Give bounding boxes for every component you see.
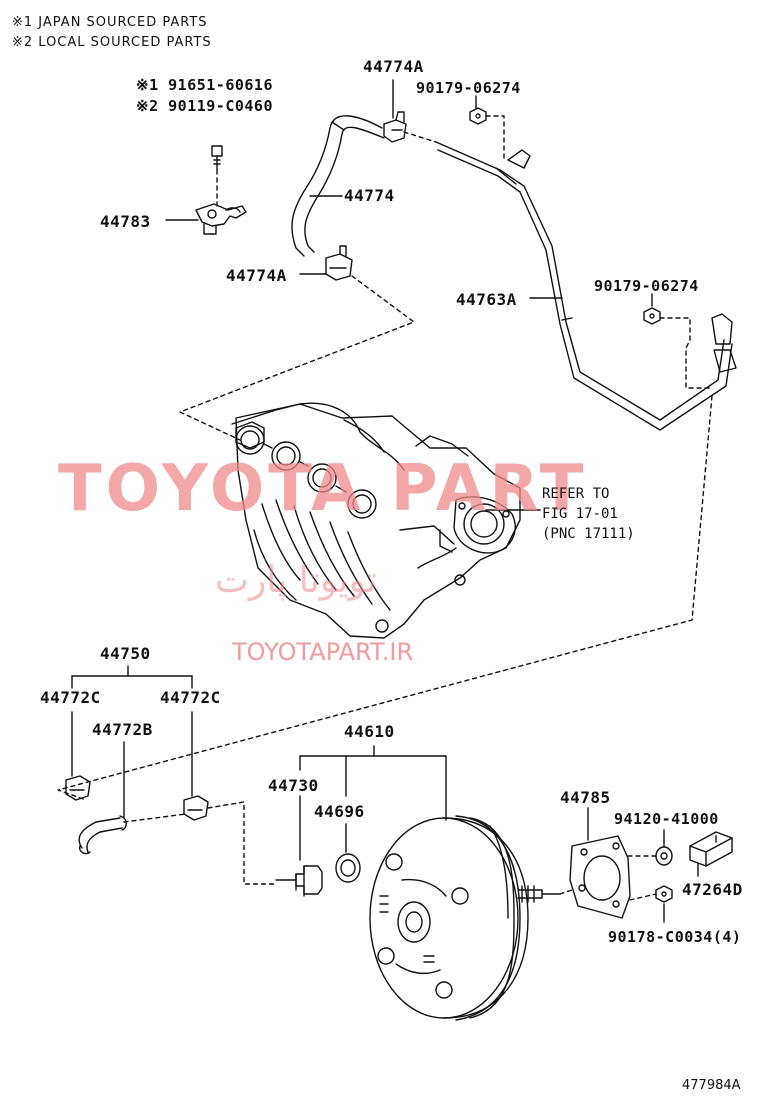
bracket-44610-leader (299, 745, 447, 821)
label-44772b: 44772B (92, 720, 153, 739)
leader-clamp-to-valve (207, 801, 277, 885)
label-44774a-top: 44774A (363, 57, 424, 76)
label-90179-06274-right: 90179-06274 (594, 277, 699, 295)
label-90119-c0460: ※2 90119-C0460 (136, 97, 273, 115)
leader-pipe-to-valve (57, 395, 713, 801)
clamp-44774a-top (383, 111, 407, 143)
note-local-sourced: ※2 LOCAL SOURCED PARTS (12, 35, 212, 50)
clamp-44772c-right (183, 795, 209, 821)
intake-manifold (231, 402, 521, 639)
label-47264d: 47264D (682, 880, 743, 899)
nut-90178 (655, 885, 673, 903)
figure-id: 477984A (682, 1078, 741, 1093)
nut-90179-top (469, 107, 487, 125)
leader-stud-to-gasket (559, 889, 573, 895)
label-44774: 44774 (344, 186, 395, 205)
hose-44774 (291, 115, 385, 257)
label-94120-41000: 94120-41000 (614, 810, 719, 828)
pipe-44763a (435, 141, 737, 431)
nut-90179-right (643, 307, 661, 325)
brake-booster-44610 (369, 815, 529, 1021)
label-44772c-right: 44772C (160, 688, 221, 707)
leader-nut-to-bracket (485, 115, 505, 161)
watermark-url: TOYOTAPART.IR (232, 638, 414, 666)
gasket-44785 (569, 835, 631, 919)
reference-line-3: (PNC 17111) (542, 526, 635, 542)
bolt-91651 (211, 145, 223, 171)
clamp-44774a-low (325, 245, 353, 281)
label-44785: 44785 (560, 788, 611, 807)
pin-94120 (655, 846, 673, 866)
label-44772c-left: 44772C (40, 688, 101, 707)
hose-44772b (78, 815, 127, 855)
label-90179-06274-top: 90179-06274 (416, 79, 521, 97)
label-90178-c0034: 90178-C0034(4) (608, 928, 742, 946)
reference-line-2: FIG 17-01 (542, 506, 618, 522)
note-japan-sourced: ※1 JAPAN SOURCED PARTS (12, 15, 208, 30)
reference-note: REFER TO FIG 17-01 (PNC 17111) (542, 484, 635, 544)
leader-hose-to-clamp (123, 813, 187, 823)
reference-line-1: REFER TO (542, 486, 610, 502)
booster-stud (517, 885, 561, 903)
leader-manifold-to-hose (179, 275, 415, 441)
leader-gasket-to-nut (629, 893, 657, 901)
grommet-44696 (335, 853, 361, 883)
bracket-44783 (195, 203, 247, 235)
label-44750: 44750 (100, 644, 151, 663)
label-44763a: 44763A (456, 290, 517, 309)
bracket-44750-leader (71, 665, 193, 689)
clamp-44772c-left (65, 775, 91, 801)
label-44730: 44730 (268, 776, 319, 795)
leader-nut-to-pipe-end (659, 317, 711, 389)
check-valve-44730 (275, 865, 323, 897)
leader-clamp-to-pipe (403, 131, 437, 143)
label-44696: 44696 (314, 802, 365, 821)
watermark-brand: TOYOTA PART (58, 452, 588, 526)
label-44783: 44783 (100, 212, 151, 231)
label-44610: 44610 (344, 722, 395, 741)
clevis-47264d (689, 831, 733, 867)
label-44774a-low: 44774A (226, 266, 287, 285)
label-91651-60616: ※1 91651-60616 (136, 76, 273, 94)
watermark-persian: تویوتا پارت (215, 560, 377, 601)
